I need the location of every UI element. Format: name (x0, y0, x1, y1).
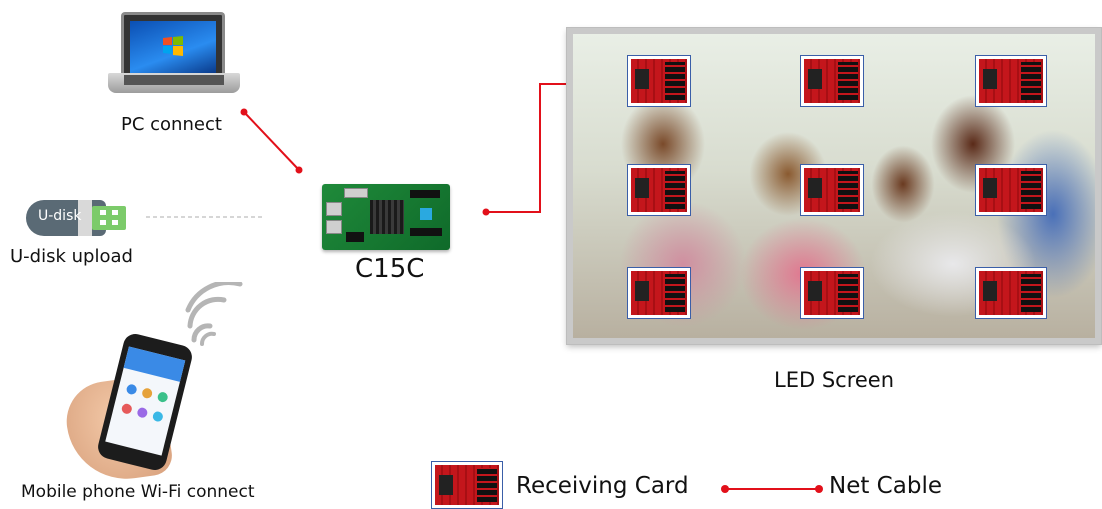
receiving-card (800, 164, 864, 216)
receiving-card (627, 164, 691, 216)
windows-logo-icon (163, 36, 183, 56)
legend-receiving-card-icon (431, 461, 503, 509)
controller-cable-dot (482, 208, 490, 216)
wifi-signal-icon (185, 282, 243, 346)
pc-link-dot-end (295, 166, 303, 174)
pc-connect-label: PC connect (121, 114, 222, 135)
receiving-card (800, 267, 864, 319)
phone-wifi-label: Mobile phone Wi-Fi connect (21, 482, 255, 502)
controller-label: C15C (355, 254, 425, 284)
led-screen-label: LED Screen (774, 368, 895, 392)
udisk-upload-label: U-disk upload (10, 246, 133, 267)
receiving-card (975, 55, 1047, 107)
receiving-card (975, 267, 1047, 319)
receiving-card (800, 55, 864, 107)
laptop-display (130, 21, 216, 73)
laptop-keyboard (124, 75, 224, 85)
legend-net-cable-label: Net Cable (829, 473, 942, 499)
controller-card-icon (322, 184, 450, 250)
receiving-card (627, 267, 691, 319)
laptop-icon (121, 12, 225, 75)
usb-drive-band (78, 200, 92, 236)
receiving-card (975, 164, 1047, 216)
receiving-card (627, 55, 691, 107)
pc-link-dot-start (240, 108, 248, 116)
pc-link-cable (243, 111, 300, 171)
usb-plug (92, 206, 126, 230)
udisk-drive-text: U-disk (38, 208, 82, 224)
legend-net-cable-line (721, 485, 823, 493)
legend-receiving-card-label: Receiving Card (516, 473, 689, 499)
